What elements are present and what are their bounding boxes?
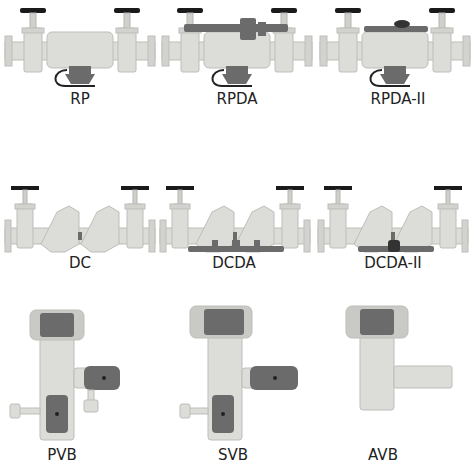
device-label: DCDA [212,254,256,272]
svb-device [180,306,298,440]
rpda2-bypass [364,20,428,32]
dcda-device [160,186,310,252]
device-label: DC [69,254,91,272]
device-label: RPDA-II [371,90,426,108]
dcda2-device [318,186,468,252]
dcda2-bypass [358,240,434,252]
rp-device [5,8,155,86]
dc-device [5,186,155,252]
device-label: RP [70,90,89,108]
device-label: RPDA [216,90,257,108]
rpda2-device [320,8,470,86]
device-label: AVB [368,446,398,464]
rpda-device [162,8,312,86]
device-label: PVB [47,446,77,464]
device-label: DCDA-II [364,254,422,272]
avb-device [346,306,452,410]
device-label: SVB [218,446,248,464]
dcda-bypass [188,240,284,252]
rpda-bypass [184,18,288,40]
pvb-device [10,310,120,440]
